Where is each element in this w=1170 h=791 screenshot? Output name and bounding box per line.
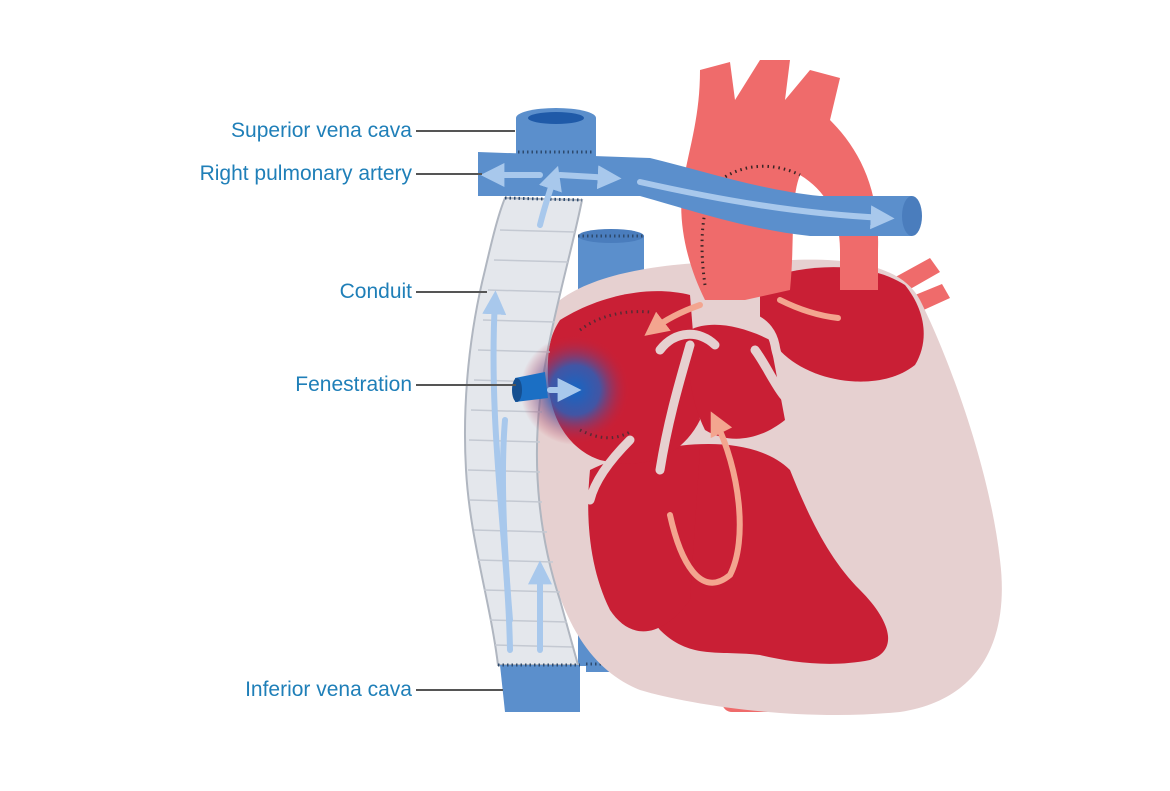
suture-lines <box>579 310 651 440</box>
label-superior-vena-cava: Superior vena cava <box>231 119 412 142</box>
valve-knob <box>866 421 894 449</box>
aorta <box>681 60 879 300</box>
leader-lines <box>416 130 516 691</box>
red-flow-arrows <box>644 297 841 586</box>
label-inferior-vena-cava: Inferior vena cava <box>245 678 412 701</box>
blue-flow-arrows <box>480 163 895 653</box>
label-right-pulmonary-artery: Right pulmonary artery <box>199 162 412 185</box>
left-ventricle <box>588 448 700 632</box>
inferior-vena-cava-vessel <box>498 663 580 712</box>
left-atrium <box>760 267 924 382</box>
superior-vena-cava-vessel <box>516 108 596 168</box>
heart-valves <box>585 311 900 505</box>
label-conduit: Conduit <box>339 280 412 303</box>
label-fenestration: Fenestration <box>295 373 412 396</box>
